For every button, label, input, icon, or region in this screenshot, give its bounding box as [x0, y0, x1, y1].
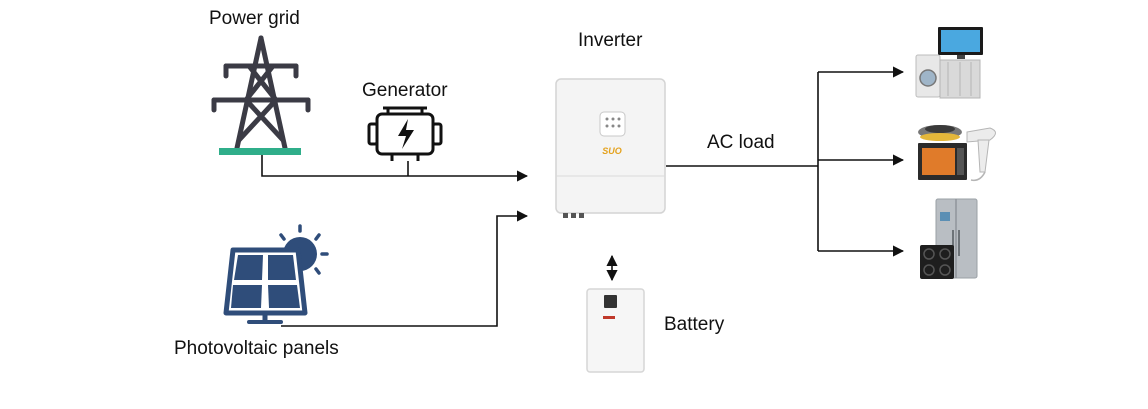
transmission-tower-icon — [211, 35, 311, 151]
label-generator: Generator — [362, 80, 448, 101]
inverter-icon — [555, 78, 666, 218]
cookware-icon — [918, 125, 962, 141]
connections — [261, 66, 905, 327]
tv-icon — [938, 27, 983, 59]
generator-icon — [367, 106, 443, 161]
label-battery: Battery — [664, 314, 725, 335]
oven-icon — [918, 143, 967, 180]
label-ac-load: AC load — [707, 132, 775, 153]
grid-base — [219, 148, 301, 155]
inverter-brand: SUO — [602, 146, 622, 156]
label-inverter: Inverter — [578, 30, 643, 51]
washing-machine-icon — [915, 54, 981, 99]
hair-dryer-icon — [966, 127, 996, 182]
battery-icon — [586, 288, 645, 373]
label-photovoltaic-panels: Photovoltaic panels — [174, 338, 339, 359]
cooktop-icon — [920, 245, 954, 279]
label-power-grid: Power grid — [209, 8, 300, 29]
solar-panel-icon — [223, 247, 308, 324]
